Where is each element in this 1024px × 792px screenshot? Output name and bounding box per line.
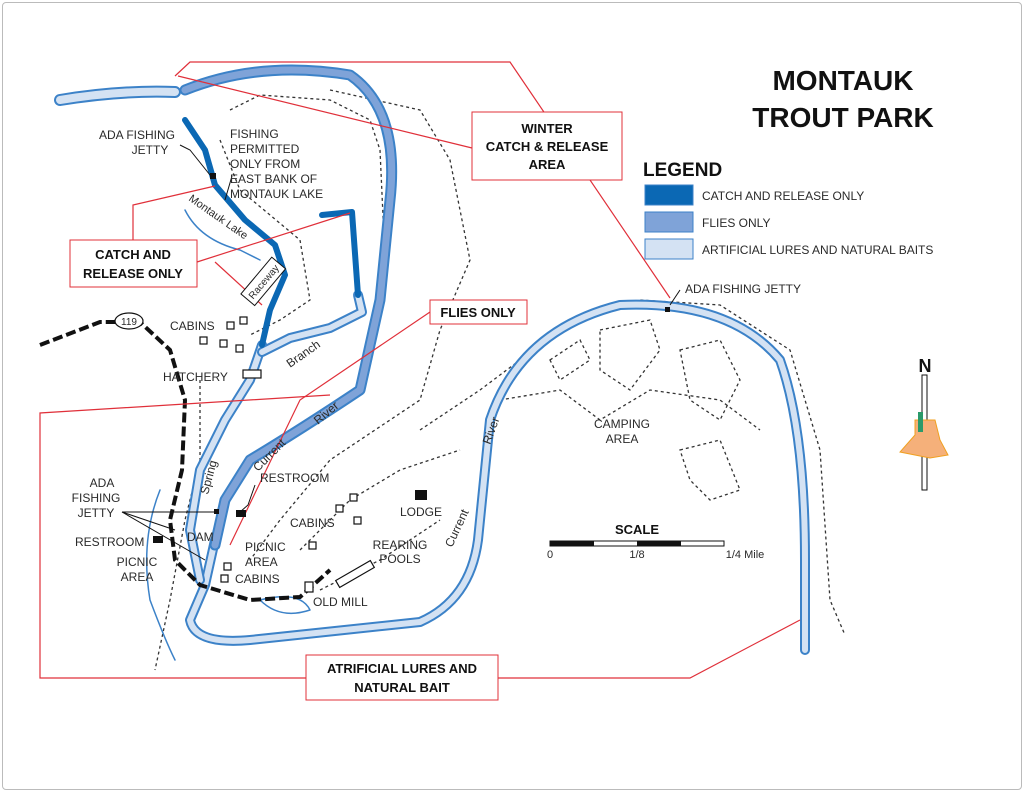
svg-text:FISHING: FISHING (72, 491, 121, 505)
svg-text:CAMPING: CAMPING (594, 417, 650, 431)
svg-text:LODGE: LODGE (400, 505, 442, 519)
svg-text:AREA: AREA (121, 570, 154, 584)
restroom-icon (236, 510, 246, 517)
svg-text:ATRIFICIAL LURES AND: ATRIFICIAL LURES AND (327, 661, 477, 676)
legend-heading: LEGEND (643, 160, 722, 181)
svg-text:AREA: AREA (245, 555, 278, 569)
legend-swatch-artificial (644, 238, 694, 260)
svg-text:POOLS: POOLS (379, 552, 420, 566)
svg-text:HATCHERY: HATCHERY (163, 370, 228, 384)
svg-text:CABINS: CABINS (235, 572, 280, 586)
svg-text:CATCH AND: CATCH AND (95, 247, 171, 262)
legend-swatch-flies (644, 211, 694, 233)
svg-text:0: 0 (547, 549, 553, 561)
leader-lines (121, 144, 681, 561)
svg-text:PERMITTED: PERMITTED (230, 142, 300, 156)
svg-text:EAST BANK OF: EAST BANK OF (230, 172, 317, 186)
callout-catch-release: CATCH AND RELEASE ONLY (69, 239, 198, 288)
svg-text:1/4 Mile: 1/4 Mile (726, 549, 765, 561)
svg-text:AREA: AREA (606, 432, 639, 446)
legend-label: FLIES ONLY (702, 216, 770, 230)
title-line1: MONTAUK (772, 65, 913, 96)
svg-text:CABINS: CABINS (290, 516, 335, 530)
cabin-icons (199, 316, 376, 593)
svg-text:River: River (480, 415, 503, 446)
svg-text:PICNIC: PICNIC (245, 540, 286, 554)
callout-flies: FLIES ONLY (429, 299, 528, 325)
svg-text:WINTER: WINTER (521, 121, 573, 136)
svg-text:FISHING: FISHING (230, 127, 279, 141)
svg-text:REARING: REARING (373, 538, 428, 552)
svg-text:PICNIC: PICNIC (117, 555, 158, 569)
svg-text:CABINS: CABINS (170, 319, 215, 333)
jetty-icon (214, 509, 219, 514)
legend-label: ARTIFICIAL LURES AND NATURAL BAITS (702, 243, 933, 257)
svg-text:RESTROOM: RESTROOM (75, 535, 144, 549)
jetty-icon (210, 173, 216, 179)
legend-swatch-catch-release (644, 184, 694, 206)
svg-text:ADA FISHING JETTY: ADA FISHING JETTY (685, 282, 801, 296)
route-119-shield: 119 (114, 312, 144, 330)
map-labels: ADA FISHING JETTY FISHING PERMITTED ONLY… (72, 127, 801, 609)
svg-text:JETTY: JETTY (78, 506, 115, 520)
restroom-icon (153, 536, 163, 543)
trails (154, 89, 846, 671)
svg-text:SCALE: SCALE (615, 522, 659, 537)
svg-text:NATURAL BAIT: NATURAL BAIT (354, 680, 450, 695)
scale-bar: SCALE 0 1/8 1/4 Mile (547, 522, 764, 561)
svg-text:RESTROOM: RESTROOM (260, 471, 329, 485)
missouri-state-icon (899, 419, 949, 459)
callout-lines (39, 61, 801, 679)
north-arrow: N (899, 356, 949, 491)
jetty-icon (665, 307, 670, 312)
svg-text:ONLY FROM: ONLY FROM (230, 157, 300, 171)
lodge-icon (415, 490, 427, 500)
svg-text:CATCH & RELEASE: CATCH & RELEASE (486, 139, 609, 154)
callout-winter: WINTER CATCH & RELEASE AREA (471, 111, 623, 181)
svg-text:ADA: ADA (90, 476, 115, 490)
legend-label: CATCH AND RELEASE ONLY (702, 189, 864, 203)
facility-icons (153, 173, 670, 543)
svg-text:DAM: DAM (187, 530, 214, 544)
title-line2: TROUT PARK (752, 102, 933, 133)
rivers (54, 64, 810, 661)
svg-text:AREA: AREA (529, 157, 566, 172)
svg-text:MONTAUK LAKE: MONTAUK LAKE (230, 187, 323, 201)
route-number: 119 (121, 317, 137, 328)
svg-text:OLD MILL: OLD MILL (313, 595, 368, 609)
svg-text:FLIES ONLY: FLIES ONLY (440, 305, 516, 320)
legend: LEGEND CATCH AND RELEASE ONLY FLIES ONLY… (643, 160, 933, 260)
svg-text:JETTY: JETTY (132, 143, 169, 157)
svg-text:ADA FISHING: ADA FISHING (99, 128, 175, 142)
road (39, 320, 332, 603)
north-letter: N (919, 356, 932, 376)
svg-text:RELEASE ONLY: RELEASE ONLY (83, 266, 183, 281)
callout-artificial: ATRIFICIAL LURES AND NATURAL BAIT (305, 654, 499, 701)
svg-text:Current: Current (442, 506, 472, 549)
svg-text:1/8: 1/8 (629, 549, 644, 561)
